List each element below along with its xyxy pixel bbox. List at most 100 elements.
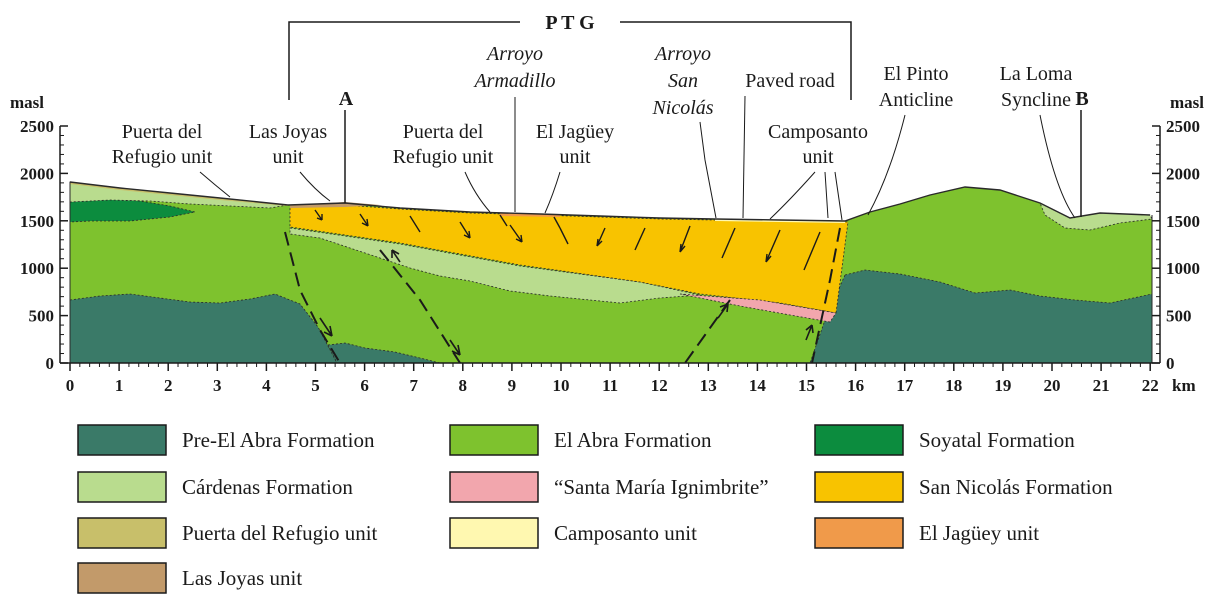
label-puerta-mid: Puerta del Refugio unit bbox=[393, 121, 494, 213]
x-tick-label: 21 bbox=[1093, 376, 1110, 395]
legend-swatch bbox=[449, 517, 539, 549]
label-arroyo-armadillo: Arroyo Armadillo bbox=[472, 43, 556, 212]
y-tick-label-right: 0 bbox=[1166, 354, 1175, 373]
x-tick-label: 4 bbox=[262, 376, 271, 395]
label-camposanto: Camposanto unit bbox=[768, 121, 868, 221]
x-tick-label: 5 bbox=[311, 376, 320, 395]
legend-label: Las Joyas unit bbox=[182, 566, 302, 590]
svg-text:Syncline: Syncline bbox=[1001, 89, 1071, 111]
label-paved-road: Paved road bbox=[742, 70, 835, 219]
legend-label: Puerta del Refugio unit bbox=[182, 521, 378, 545]
x-tick-label: 8 bbox=[459, 376, 468, 395]
legend-swatch bbox=[814, 471, 904, 503]
legend-swatch bbox=[77, 562, 167, 594]
y-tick-label-right: 2000 bbox=[1166, 164, 1200, 183]
svg-text:Las Joyas: Las Joyas bbox=[249, 121, 328, 143]
legend-swatch bbox=[77, 471, 167, 503]
y-tick-label-right: 500 bbox=[1166, 307, 1192, 326]
x-tick-label: 19 bbox=[994, 376, 1011, 395]
svg-text:El Pinto: El Pinto bbox=[883, 63, 948, 85]
svg-text:unit: unit bbox=[559, 146, 591, 168]
x-tick-label: 10 bbox=[553, 376, 570, 395]
x-tick-label: 6 bbox=[360, 376, 369, 395]
legend-label: El Abra Formation bbox=[554, 428, 712, 452]
label-las-joyas: Las Joyas unit bbox=[249, 121, 331, 202]
legend-label: Soyatal Formation bbox=[919, 428, 1075, 452]
label-la-loma: La Loma Syncline bbox=[1000, 63, 1076, 219]
legend-swatch bbox=[449, 471, 539, 503]
x-tick-label: 12 bbox=[651, 376, 668, 395]
cardenas-ptg bbox=[289, 227, 701, 304]
x-tick-label: 7 bbox=[409, 376, 418, 395]
legend-swatch bbox=[449, 424, 539, 456]
topographic-surface bbox=[69, 181, 1151, 222]
x-tick-label: 2 bbox=[164, 376, 173, 395]
y-tick-label-left: 500 bbox=[29, 307, 55, 326]
ptg-bracket bbox=[288, 21, 852, 100]
svg-text:San: San bbox=[668, 70, 698, 92]
x-tick-label: 1 bbox=[115, 376, 124, 395]
san-nicolas-fault-ticks bbox=[314, 209, 821, 271]
y-tick-label-right: 2500 bbox=[1166, 117, 1200, 136]
x-tick-label: 3 bbox=[213, 376, 222, 395]
x-tick-label: 17 bbox=[896, 376, 914, 395]
point-a-label: A bbox=[339, 88, 354, 110]
y-tick-label-left: 2000 bbox=[20, 164, 54, 183]
label-arroyo-san-nicolas: Arroyo San Nicolás bbox=[651, 43, 717, 219]
svg-text:Arroyo: Arroyo bbox=[485, 43, 543, 65]
fault-arrows bbox=[319, 249, 814, 356]
legend-label: Camposanto unit bbox=[554, 521, 697, 545]
legend-swatch bbox=[77, 517, 167, 549]
x-tick-label: 13 bbox=[700, 376, 717, 395]
x-tick-label: 18 bbox=[945, 376, 962, 395]
svg-text:Paved road: Paved road bbox=[745, 70, 834, 92]
ptg-label: P T G bbox=[545, 12, 595, 34]
svg-text:Refugio unit: Refugio unit bbox=[112, 146, 213, 168]
svg-text:unit: unit bbox=[802, 146, 834, 168]
x-tick-label: 0 bbox=[66, 376, 75, 395]
point-b-label: B bbox=[1075, 88, 1088, 110]
x-tick-label: 9 bbox=[508, 376, 517, 395]
y-tick-label-left: 1000 bbox=[20, 259, 54, 278]
legend-label: Cárdenas Formation bbox=[182, 475, 353, 499]
svg-text:Armadillo: Armadillo bbox=[472, 70, 555, 92]
legend-swatch bbox=[77, 424, 167, 456]
y-tick-label-right: 1000 bbox=[1166, 259, 1200, 278]
svg-text:La Loma: La Loma bbox=[1000, 63, 1073, 85]
pre-el-abra-left bbox=[69, 293, 338, 364]
y-unit-right: masl bbox=[1170, 93, 1204, 112]
faults bbox=[284, 227, 841, 364]
svg-text:Anticline: Anticline bbox=[879, 89, 954, 111]
y-unit-left: masl bbox=[10, 93, 44, 112]
svg-text:Camposanto: Camposanto bbox=[768, 121, 868, 143]
svg-text:El Jagüey: El Jagüey bbox=[536, 121, 614, 143]
legend-label: “Santa María Ignimbrite” bbox=[554, 475, 769, 499]
y-ticks-right: 0 500 1000 1500 2000 2500 bbox=[1152, 117, 1200, 373]
label-el-jaguey: El Jagüey unit bbox=[536, 121, 614, 214]
x-tick-label: 20 bbox=[1044, 376, 1061, 395]
x-tick-label: 22 bbox=[1142, 376, 1159, 395]
santa-maria-ignimbrite bbox=[679, 293, 837, 323]
x-tick-label: 16 bbox=[847, 376, 864, 395]
legend-swatch bbox=[814, 424, 904, 456]
svg-text:Puerta del: Puerta del bbox=[403, 121, 484, 143]
legend-swatch bbox=[814, 517, 904, 549]
legend-label: Pre-El Abra Formation bbox=[182, 428, 375, 452]
pre-el-abra-right bbox=[809, 269, 1153, 364]
svg-text:unit: unit bbox=[272, 146, 304, 168]
x-tick-label: 14 bbox=[749, 376, 767, 395]
y-tick-label-right: 1500 bbox=[1166, 212, 1200, 231]
x-tick-label: 15 bbox=[798, 376, 815, 395]
legend: Pre-El Abra Formation El Abra Formation So… bbox=[77, 424, 1113, 594]
label-el-pinto: El Pinto Anticline bbox=[867, 63, 954, 216]
svg-text:Refugio unit: Refugio unit bbox=[393, 146, 494, 168]
x-unit: km bbox=[1172, 376, 1196, 395]
label-puerta-left: Puerta del Refugio unit bbox=[112, 121, 231, 198]
svg-text:Arroyo: Arroyo bbox=[653, 43, 711, 65]
y-tick-label-left: 2500 bbox=[20, 117, 54, 136]
x-tick-label: 11 bbox=[602, 376, 618, 395]
svg-text:Nicolás: Nicolás bbox=[651, 97, 713, 119]
